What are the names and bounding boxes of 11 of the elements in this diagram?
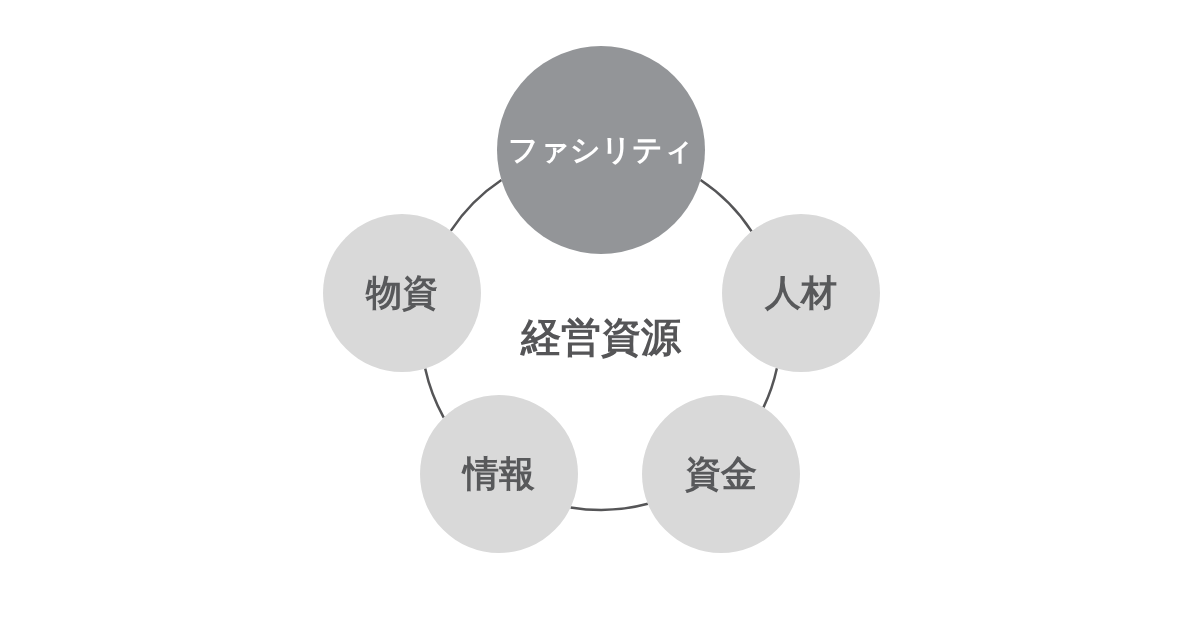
resource-circle: 資金 <box>642 395 800 553</box>
connector-arc <box>423 368 445 419</box>
resource-circle: 情報 <box>420 395 578 553</box>
resource-circle: 人材 <box>722 214 880 372</box>
connector-arc <box>699 179 753 233</box>
connector-arc <box>449 179 503 232</box>
connector-arc <box>570 502 649 512</box>
resource-circle: 物資 <box>323 214 481 372</box>
connector-arc <box>762 367 779 408</box>
resource-circle: ファシリティ <box>497 46 705 254</box>
center-label: 経営資源 <box>521 314 681 360</box>
